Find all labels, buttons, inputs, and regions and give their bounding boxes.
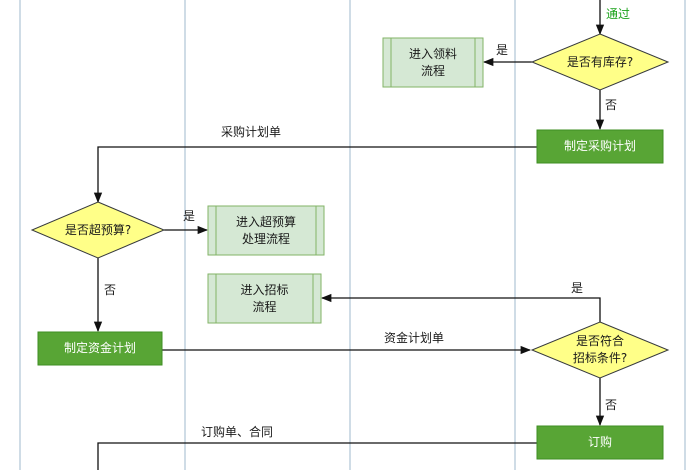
make-fund-plan-text: 制定资金计划 bbox=[63, 341, 136, 355]
over-budget-text: 是否超预算? bbox=[64, 222, 132, 237]
node-over-budget-process bbox=[207, 205, 325, 256]
over-budget-process-text: 进入超预算 处理流程 bbox=[235, 214, 296, 246]
make-purchase-plan-text: 制定采购计划 bbox=[563, 139, 636, 153]
connectors bbox=[93, 0, 605, 470]
label-pass: 通过 bbox=[606, 7, 631, 21]
label-bidding-yes: 是 bbox=[571, 281, 584, 295]
enter-bidding-text: 进入招标 流程 bbox=[240, 282, 289, 314]
subprocess-boxes bbox=[207, 37, 484, 324]
decision-diamonds bbox=[30, 33, 670, 379]
node-enter-material bbox=[382, 37, 484, 88]
has-stock-text: 是否有库存? bbox=[566, 54, 634, 69]
swimlane-dividers bbox=[19, 0, 686, 470]
connector-purchase-plan bbox=[93, 146, 537, 204]
process-boxes bbox=[37, 129, 664, 460]
node-meets-bidding bbox=[530, 321, 670, 379]
order-text: 订购 bbox=[587, 435, 612, 449]
label-budget-yes: 是 bbox=[183, 209, 196, 223]
node-make-fund-plan bbox=[37, 331, 163, 366]
label-budget-no: 否 bbox=[104, 283, 117, 297]
label-stock-no: 否 bbox=[605, 98, 618, 112]
label-purchase-plan-doc: 采购计划单 bbox=[221, 125, 282, 139]
node-has-stock bbox=[530, 33, 670, 91]
label-fund-plan-doc: 资金计划单 bbox=[384, 331, 445, 345]
label-stock-yes: 是 bbox=[496, 43, 509, 57]
node-order bbox=[536, 425, 664, 460]
node-enter-bidding bbox=[207, 273, 322, 324]
connector-bidding-yes bbox=[320, 293, 601, 322]
node-over-budget bbox=[30, 201, 166, 259]
enter-material-text: 进入领料 流程 bbox=[408, 46, 457, 78]
label-bidding-no: 否 bbox=[605, 398, 618, 412]
node-make-purchase-plan bbox=[536, 129, 664, 164]
meets-bidding-text: 是否符合 招标条件? bbox=[572, 334, 628, 365]
label-order-contract-doc: 订购单、合同 bbox=[201, 425, 274, 439]
connector-order-contract bbox=[97, 442, 537, 470]
